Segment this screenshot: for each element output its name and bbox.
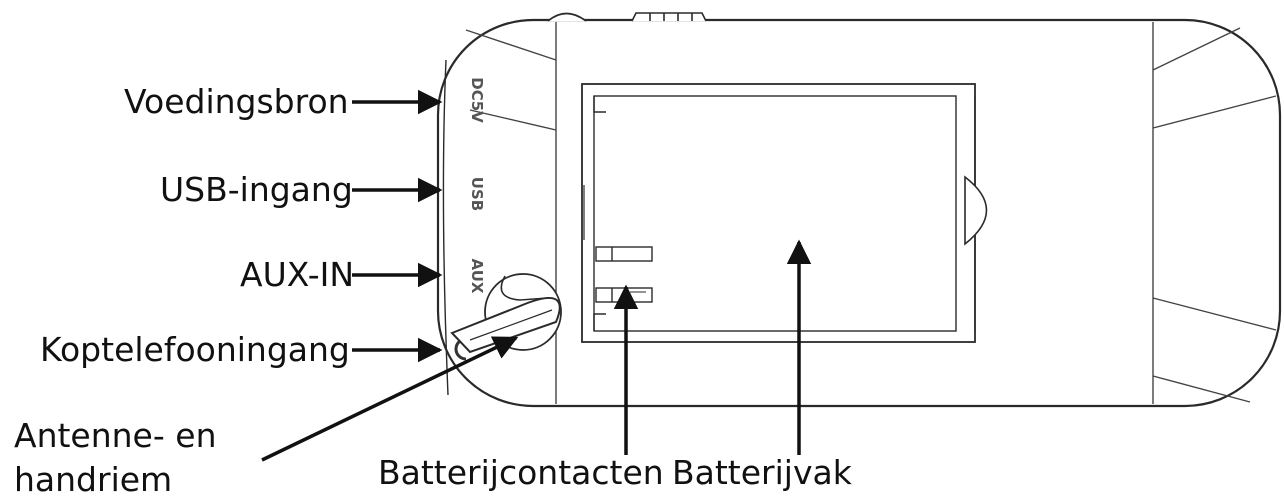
top-buttons [547, 12, 707, 22]
port-label-aux: AUX [468, 259, 486, 294]
callout-arrows [261, 89, 812, 462]
battery-compartment [581, 83, 988, 343]
back-panel [465, 22, 1277, 404]
arrow-antenna [261, 336, 519, 462]
label-power-source: Voedingsbron [124, 82, 349, 121]
label-headphone-input: Koptelefooningang [40, 330, 350, 369]
label-antenna-line1: Antenne- en [14, 416, 217, 455]
port-label-usb: USB [468, 177, 486, 211]
label-battery-compartment: Batterijvak [672, 453, 852, 492]
label-aux-in: AUX-IN [240, 255, 355, 294]
label-battery-contacts: Batterijcontacten [378, 453, 664, 492]
label-usb-input: USB-ingang [160, 170, 353, 209]
port-labels: DC5V USB AUX [468, 77, 486, 294]
device-body [436, 18, 1282, 408]
port-label-dc: DC5V [468, 77, 486, 123]
label-antenna-line2: handriem [14, 459, 173, 499]
label-antenna-strap: Antenne- en handriem [14, 414, 216, 501]
antenna-strap-knob [450, 273, 562, 354]
